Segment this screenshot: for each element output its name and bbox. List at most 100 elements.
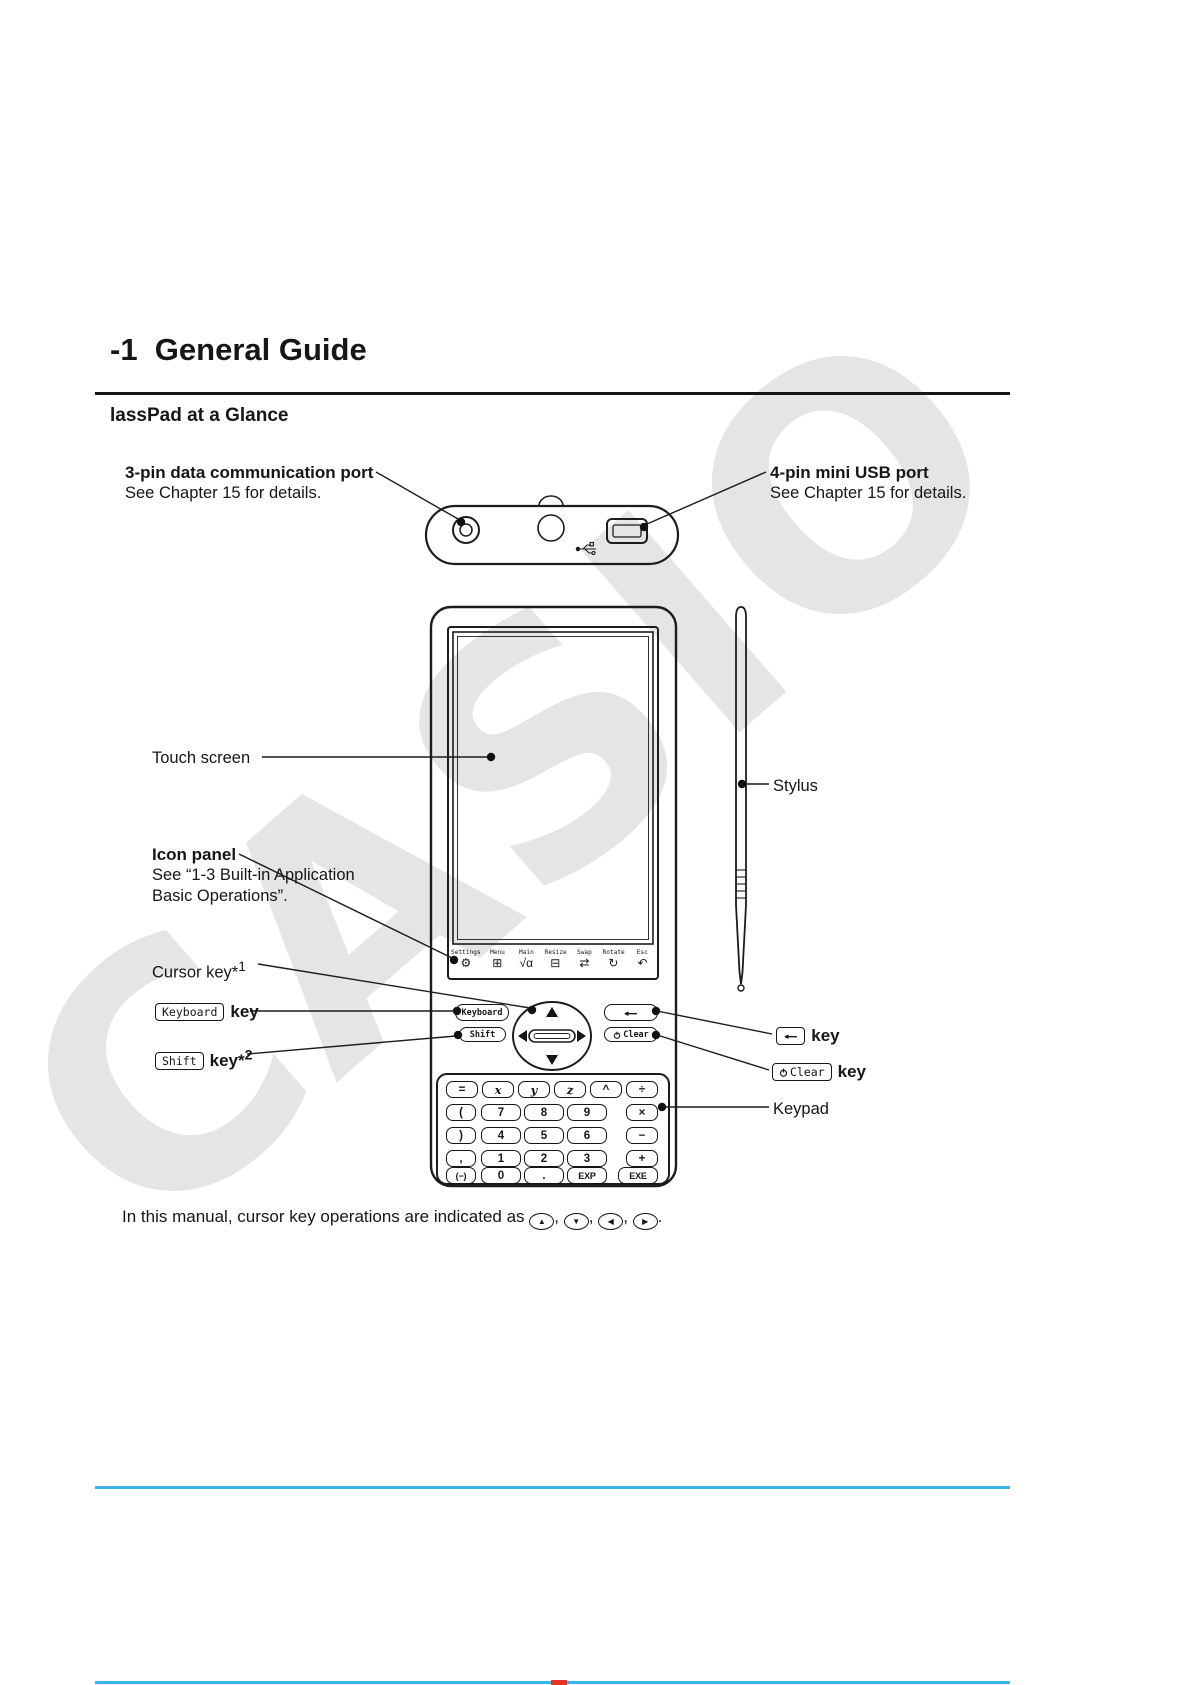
keypad-key-divide: ÷ [626, 1081, 658, 1098]
cursor-left-arrow [518, 1030, 527, 1042]
shift-key-word: key*2 [209, 1047, 253, 1070]
keypad-key-0: 0 [481, 1167, 521, 1184]
keyboard-key-label: Keyboard [461, 1007, 503, 1018]
esc-icon: ↶ [637, 956, 648, 970]
keypad-key-z: z [554, 1081, 586, 1098]
usb-port-title: 4-pin mini USB port [770, 463, 929, 482]
keypad-key-comma: , [446, 1150, 476, 1167]
keypad-key-open-paren: ( [446, 1104, 476, 1121]
keypad-key-8: 8 [524, 1104, 564, 1121]
callout-cursor-key: Cursor key*1 [152, 956, 246, 984]
keyboard-key: Keyboard [455, 1004, 509, 1021]
keypad-key-y: y [518, 1081, 550, 1098]
icon-panel-item-resize: Resize ⊟ [541, 948, 570, 977]
icon-panel-title: Icon panel [152, 845, 237, 864]
clear-cap-text: Clear [790, 1065, 825, 1079]
footer-rule [95, 1486, 1010, 1489]
callout-shift-key: Shift key*2 [155, 1045, 252, 1072]
keypad-key-exp: EXP [567, 1167, 607, 1184]
clear-key-label: Clear [623, 1029, 649, 1040]
shift-key-label: Shift [469, 1029, 496, 1040]
cursor-up-arrow [546, 1007, 558, 1017]
icon-panel-label: Rotate [602, 948, 625, 956]
icon-panel-label: Menu [489, 948, 505, 956]
icon-panel-item-settings: Settings ⚙ [449, 948, 483, 977]
icon-panel-item-esc: Esc ↶ [628, 948, 657, 977]
icon-panel-label: Main [518, 948, 534, 956]
icon-panel-item-main: Main √α [512, 948, 541, 977]
menu-icon: ⊞ [492, 956, 503, 970]
back-arrow-icon: ← [783, 1029, 798, 1043]
callout-stylus: Stylus [773, 777, 818, 795]
section-title: -1 General Guide [110, 332, 367, 367]
icon-panel-item-swap: Swap ⇄ [570, 948, 599, 977]
cursor-key-footnote: 1 [238, 959, 246, 974]
icon-panel-subtitle-2: Basic Operations”. [152, 887, 288, 905]
callout-keyboard-key: Keyboard key [155, 1001, 259, 1023]
callout-clear-key: Clear key [772, 1061, 866, 1083]
keypad-key-negative: (−) [446, 1167, 476, 1184]
backspace-key: ← [604, 1004, 658, 1021]
comm-port-inner [459, 523, 473, 537]
clear-key: Clear [604, 1027, 658, 1042]
keyboard-key-word: key [230, 1002, 259, 1021]
cursor-right-arrow [577, 1030, 586, 1042]
cursor-right-icon: ▶ [632, 1213, 658, 1230]
keypad-key-dot: . [524, 1167, 564, 1184]
power-icon [779, 1068, 788, 1077]
icon-panel-label: Esc [636, 948, 649, 956]
icon-panel-label: Swap [576, 948, 592, 956]
comm-port-title: 3-pin data communication port [125, 463, 374, 482]
icon-panel: Settings ⚙ Menu ⊞ Main √α Resize ⊟ Swap … [449, 948, 657, 977]
keypad-key-equals: = [446, 1081, 478, 1098]
callout-icon-panel: Icon panel See “1-3 Built-in Application… [152, 844, 355, 907]
comm-port-subtitle: See Chapter 15 for details. [125, 484, 322, 502]
callout-back-key: ← key [776, 1025, 840, 1047]
icon-panel-label: Settings [451, 948, 481, 956]
callout-comm-port: 3-pin data communication port See Chapte… [125, 462, 373, 504]
rotate-icon: ↻ [608, 956, 619, 970]
keypad-key-x: x [482, 1081, 514, 1098]
cursor-up-icon: ▲ [529, 1213, 555, 1230]
keypad-key-2: 2 [524, 1150, 564, 1167]
usb-port-subtitle: See Chapter 15 for details. [770, 484, 967, 502]
subsection-title: lassPad at a Glance [110, 405, 289, 426]
power-icon [614, 1031, 621, 1039]
clear-keycap: Clear [772, 1063, 832, 1081]
callout-usb-port: 4-pin mini USB port See Chapter 15 for d… [770, 462, 966, 504]
keypad-key-7: 7 [481, 1104, 521, 1121]
keypad-key-plus: + [626, 1150, 658, 1167]
back-key-word: key [811, 1026, 840, 1045]
footer-note-text: In this manual, cursor key operations ar… [122, 1207, 530, 1226]
settings-icon: ⚙ [460, 956, 472, 970]
keypad-key-close-paren: ) [446, 1127, 476, 1144]
cursor-left-icon: ◀ [598, 1213, 624, 1230]
keypad-key-5: 5 [524, 1127, 564, 1144]
shift-keycap: Shift [155, 1051, 204, 1070]
keypad-key-9: 9 [567, 1104, 607, 1121]
cursor-down-arrow [546, 1055, 558, 1065]
back-arrow-icon: ← [624, 1005, 638, 1020]
icon-panel-label: Resize [544, 948, 567, 956]
comm-port-outer [452, 516, 480, 544]
keypad-key-power: ^ [590, 1081, 622, 1098]
clear-key-word: key [837, 1062, 866, 1081]
callout-keypad: Keypad [773, 1100, 829, 1118]
callout-touch-screen: Touch screen [152, 749, 251, 767]
keypad-key-3: 3 [567, 1150, 607, 1167]
cursor-key-label: Cursor key* [152, 963, 239, 982]
cursor-down-icon: ▼ [563, 1213, 589, 1230]
shift-key: Shift [459, 1027, 506, 1042]
footer-note: In this manual, cursor key operations ar… [122, 1207, 662, 1230]
keyboard-keycap: Keyboard [155, 1003, 225, 1021]
icon-panel-item-menu: Menu ⊞ [483, 948, 512, 977]
keypad-key-4: 4 [481, 1127, 521, 1144]
keypad-key-exe: EXE [618, 1167, 658, 1184]
icon-panel-subtitle-1: See “1-3 Built-in Application [152, 866, 355, 884]
swap-icon: ⇄ [579, 956, 590, 970]
keypad-key-minus: − [626, 1127, 658, 1144]
keypad-key-6: 6 [567, 1127, 607, 1144]
page-bottom-red-mark [551, 1680, 567, 1685]
resize-icon: ⊟ [550, 956, 561, 970]
